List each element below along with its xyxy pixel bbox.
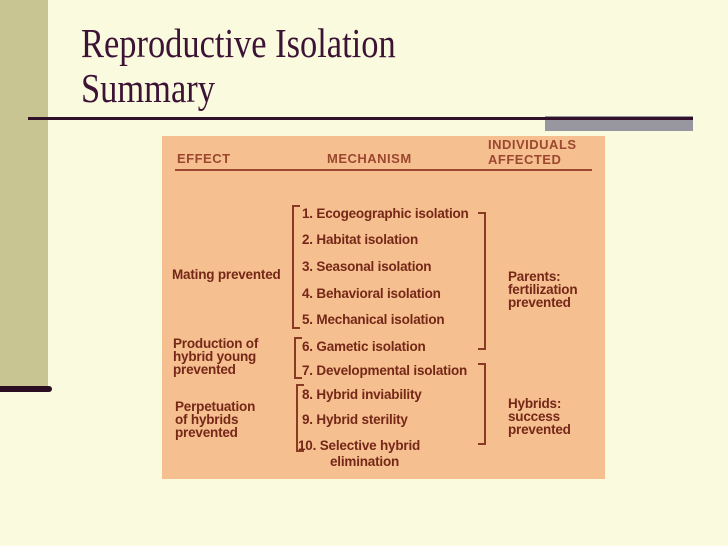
slide-title: Reproductive Isolation Summary	[81, 21, 551, 111]
column-header-affected-line2: AFFECTED	[488, 152, 562, 167]
mechanism-item-4: 4. Behavioral isolation	[302, 286, 441, 301]
column-header-effect: EFFECT	[177, 151, 231, 166]
mechanism-item-2: 2. Habitat isolation	[302, 232, 419, 247]
affected-parents: Parents: fertilization prevented	[508, 269, 578, 310]
effect-production-line2: hybrid young	[173, 349, 257, 364]
effect-production-prevented: Production of hybrid young prevented	[173, 336, 259, 377]
affected-hybrids-line3: prevented	[508, 422, 571, 437]
bracket-right-mechanisms-7-10	[478, 363, 486, 445]
affected-hybrids-line2: success	[508, 409, 560, 424]
bracket-left-mechanisms-1-5	[292, 205, 300, 329]
title-line-2: Summary	[81, 65, 215, 111]
affected-parents-line1: Parents:	[508, 269, 561, 284]
column-header-affected-line1: INDIVIDUALS	[488, 137, 577, 152]
affected-parents-line3: prevented	[508, 295, 571, 310]
mechanism-item-10: 10. Selective hybrid	[298, 438, 421, 453]
title-line-1: Reproductive Isolation	[81, 20, 396, 66]
column-header-mechanism: MECHANISM	[327, 151, 412, 166]
title-underline	[28, 117, 693, 120]
mechanism-item-9: 9. Hybrid sterility	[302, 412, 408, 427]
effect-perpetuation-line1: Perpetuation	[175, 399, 256, 414]
effect-perpetuation-line2: of hybrids	[175, 412, 239, 427]
affected-hybrids: Hybrids: success prevented	[508, 396, 571, 437]
mechanism-item-5: 5. Mechanical isolation	[302, 312, 445, 327]
bracket-left-mechanisms-6-7	[294, 337, 302, 379]
bracket-right-mechanisms-1-6	[478, 212, 486, 350]
mechanism-item-1: 1. Ecogeographic isolation	[302, 206, 469, 221]
effect-perpetuation-line3: prevented	[175, 425, 238, 440]
mechanism-item-8: 8. Hybrid inviability	[302, 387, 422, 402]
bracket-left-mechanisms-8-10	[296, 384, 304, 452]
affected-parents-line2: fertilization	[508, 282, 578, 297]
mechanism-item-3: 3. Seasonal isolation	[302, 259, 432, 274]
effect-mating-prevented: Mating prevented	[172, 267, 281, 282]
header-rule	[175, 169, 592, 171]
mechanism-item-7: 7. Developmental isolation	[302, 363, 468, 378]
sidebar-accent-bar	[0, 386, 52, 392]
effect-production-line3: prevented	[173, 362, 236, 377]
mechanism-item-6: 6. Gametic isolation	[302, 339, 426, 354]
effect-production-line1: Production of	[173, 336, 259, 351]
affected-hybrids-line1: Hybrids:	[508, 396, 562, 411]
effect-perpetuation-prevented: Perpetuation of hybrids prevented	[175, 399, 256, 440]
figure-panel: EFFECT MECHANISM INDIVIDUALS AFFECTED Ma…	[162, 136, 605, 479]
sidebar-band	[0, 0, 48, 386]
mechanism-item-10-continuation: elimination	[330, 454, 400, 469]
